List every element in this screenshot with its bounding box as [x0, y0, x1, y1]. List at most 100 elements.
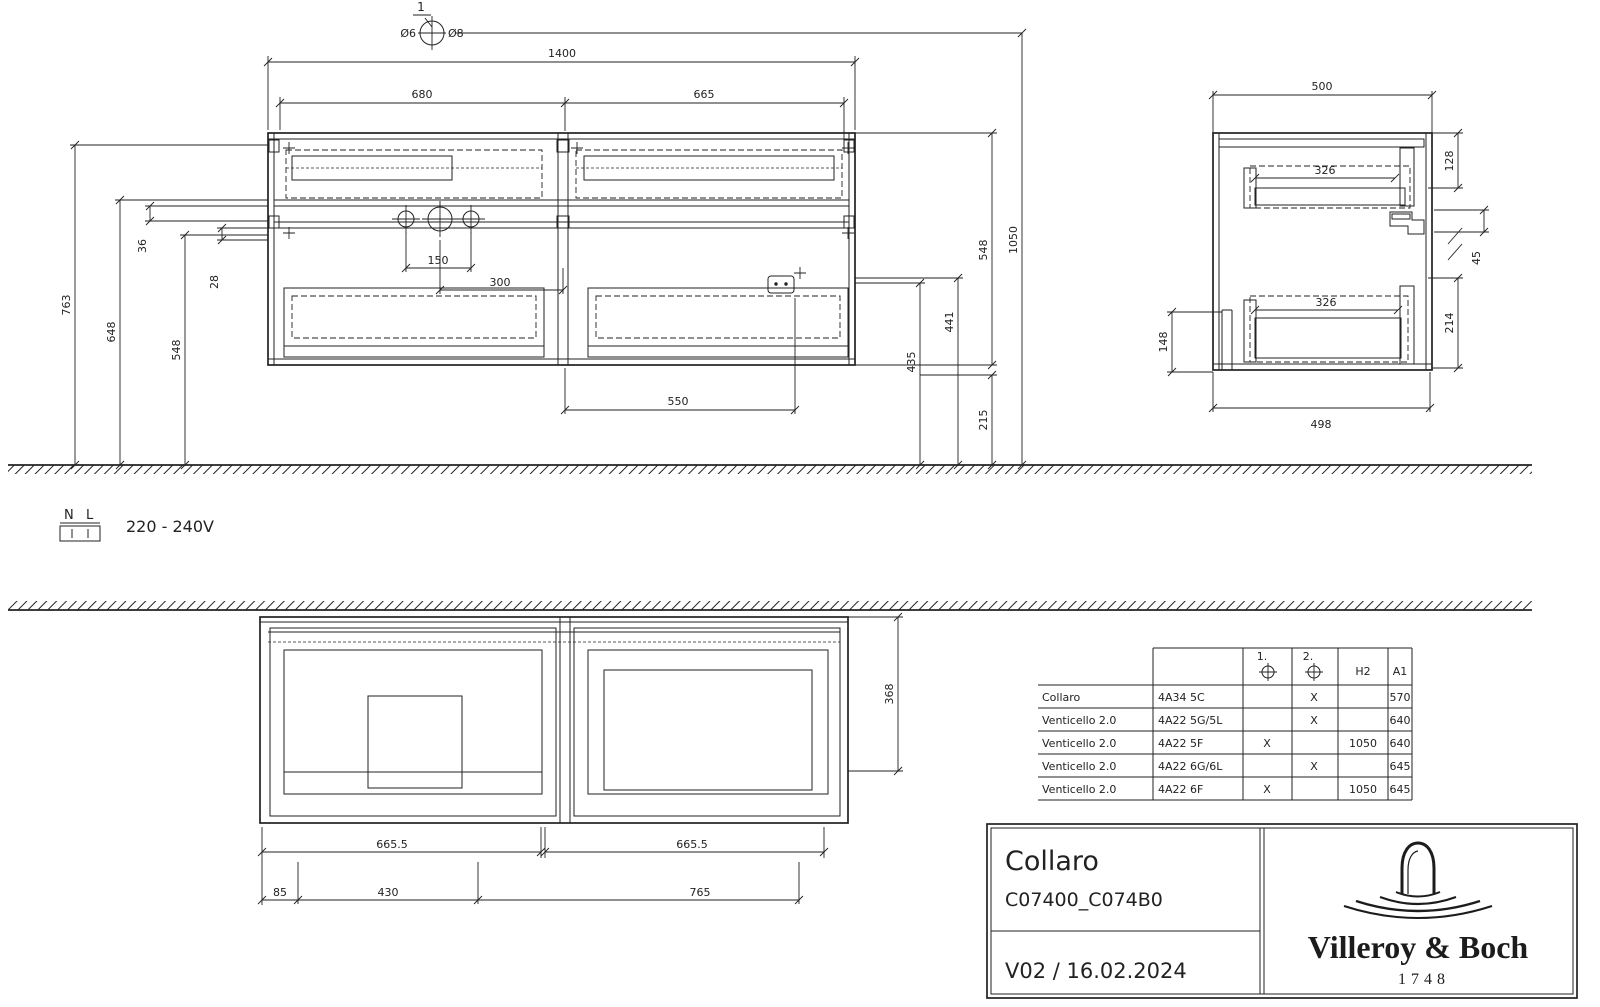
table-row: Collaro 4A34 5C X 570	[1042, 691, 1411, 704]
wall-bracket	[1389, 211, 1425, 235]
front-view	[267, 132, 856, 366]
villeroy-boch-logo-icon	[1343, 841, 1493, 919]
side-outline	[1212, 132, 1433, 371]
terminal-n-label: N	[64, 508, 74, 523]
dim-front-bottom: 214	[1443, 313, 1456, 334]
product-codes: C07400_C074B0	[1005, 889, 1163, 911]
row-article: 4A22 5G/5L	[1158, 714, 1223, 727]
dim-width-left: 680	[412, 88, 433, 101]
row-a1: 640	[1390, 737, 1411, 750]
row-name: Venticello 2.0	[1042, 714, 1116, 727]
dim-height-mid: 548	[170, 340, 183, 361]
plan-outline	[259, 616, 849, 824]
upper-drawer-left	[285, 149, 543, 199]
dim-drawer-top: 326	[1315, 164, 1336, 177]
row-set1: X	[1263, 737, 1271, 750]
plan-view	[259, 616, 849, 824]
dim-hole-span: 150	[428, 254, 449, 267]
dim-hole-to-center: 300	[490, 276, 511, 289]
row-a1: 570	[1390, 691, 1411, 704]
side-view-dimensions: 500 498 326 326 148 128 45 214	[1157, 80, 1489, 431]
mounting-rail-blocks	[268, 139, 855, 229]
dim-depth-bottom: 498	[1311, 418, 1332, 431]
dim-trap-offset: 550	[668, 395, 689, 408]
detail-label: 1	[417, 0, 425, 14]
plan-view-dimensions: 368 665.5 665.5 85 430 765	[257, 612, 903, 905]
lower-drawer-right	[587, 287, 849, 358]
dim-unit-height: 548	[977, 240, 990, 261]
floor-line	[8, 464, 1532, 474]
drill-marking-icon	[392, 201, 485, 237]
table-row: Venticello 2.0 4A22 5F X 1050 640	[1042, 737, 1411, 750]
version-date: V02 / 16.02.2024	[1005, 959, 1187, 983]
dim-offset-c: 765	[690, 886, 711, 899]
brand-year: 1748	[1398, 971, 1450, 988]
row-article: 4A22 5F	[1158, 737, 1203, 750]
detail-1-callout: 1 Ø6 Ø8	[400, 0, 1022, 50]
lower-drawer-left	[283, 287, 545, 358]
dim-offset-b: 430	[378, 886, 399, 899]
table-row: Venticello 2.0 4A22 5G/5L X 640	[1042, 714, 1411, 727]
cabinet-outline	[267, 132, 856, 366]
series-name: Collaro	[1005, 846, 1099, 877]
row-a1: 640	[1390, 714, 1411, 727]
row-h2: 1050	[1349, 783, 1377, 796]
dim-height-total: 763	[60, 295, 73, 316]
mounting-cross-marks	[283, 142, 854, 279]
dim-clearance: 215	[977, 410, 990, 431]
row-article: 4A22 6G/6L	[1158, 760, 1223, 773]
dim-offset-a: 85	[273, 886, 287, 899]
siphon-cutout	[367, 695, 463, 789]
dim-rear-cut: 148	[1157, 332, 1170, 353]
dim-bracket: 45	[1470, 251, 1483, 265]
row-article: 4A22 6F	[1158, 783, 1203, 796]
power-socket-icon	[767, 275, 795, 294]
table-row: Venticello 2.0 4A22 6F X 1050 645	[1042, 783, 1411, 796]
table-header-set1: 1.	[1257, 650, 1268, 663]
electrical-note: N L 220 - 240V	[59, 508, 214, 542]
table-header-a1: A1	[1393, 665, 1408, 678]
table-header-h2: H2	[1355, 665, 1370, 678]
row-name: Venticello 2.0	[1042, 760, 1116, 773]
socket-symbol-icon	[59, 525, 101, 542]
dim-right-b: 441	[943, 312, 956, 333]
row-a1: 645	[1390, 760, 1411, 773]
dim-height-rail: 648	[105, 322, 118, 343]
compatibility-table: 1. 2. H2 A1 Collaro 4A34 5C X 570 Ventic…	[1038, 647, 1413, 801]
title-block: Collaro C07400_C074B0 V02 / 16.02.2024 V…	[986, 823, 1578, 999]
row-name: Venticello 2.0	[1042, 783, 1116, 796]
dim-depth-top: 500	[1312, 80, 1333, 93]
dim-front-top: 128	[1443, 151, 1456, 172]
plan-drawer-right	[573, 627, 841, 817]
table-header-set2: 2.	[1303, 650, 1314, 663]
dim-gap-a: 36	[136, 239, 149, 253]
row-set2: X	[1310, 714, 1318, 727]
dim-right-a: 435	[905, 352, 918, 373]
dim-gap-b: 28	[208, 275, 221, 289]
row-set2: X	[1310, 760, 1318, 773]
dim-total-width: 1400	[548, 47, 576, 60]
row-a1: 645	[1390, 783, 1411, 796]
upper-drawer-right	[575, 149, 843, 199]
drill-set-1-icon	[1259, 663, 1277, 681]
plan-drawer-left	[269, 627, 557, 817]
front-view-dimensions: 1400 680 665 763 648 548 36 28 150 300 5…	[60, 28, 1027, 470]
row-article: 4A34 5C	[1158, 691, 1205, 704]
dim-drawer-right-width: 665.5	[676, 838, 708, 851]
voltage-note: 220 - 240V	[126, 517, 214, 536]
side-view	[1212, 132, 1433, 371]
hole-diameter-small: Ø6	[400, 27, 416, 40]
row-name: Collaro	[1042, 691, 1081, 704]
dim-mount-height: 1050	[1007, 226, 1020, 254]
row-name: Venticello 2.0	[1042, 737, 1116, 750]
row-set1: X	[1263, 783, 1271, 796]
wall-line-plan	[8, 601, 1532, 611]
drill-set-2-icon	[1305, 663, 1323, 681]
brand-name: Villeroy & Boch	[1308, 929, 1529, 965]
row-set2: X	[1310, 691, 1318, 704]
dim-drawer-left-width: 665.5	[376, 838, 408, 851]
table-row: Venticello 2.0 4A22 6G/6L X 645	[1042, 760, 1411, 773]
